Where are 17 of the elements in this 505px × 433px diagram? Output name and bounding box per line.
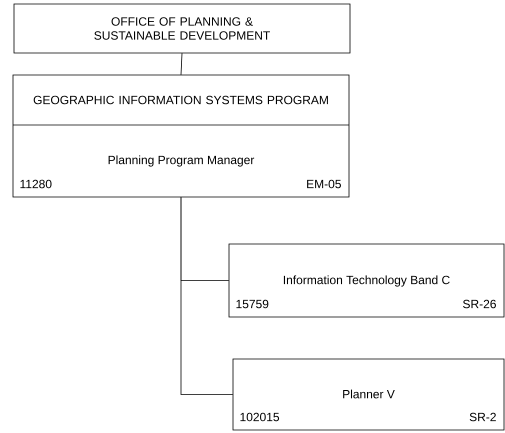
unit-heading: GEOGRAPHIC INFORMATION SYSTEMS PROGRAM (34, 96, 328, 104)
position-box (12, 74, 350, 198)
position-title: Planner V (343, 390, 395, 398)
position-box (228, 244, 504, 318)
position-box (14, 4, 350, 54)
position-number: 15759 (236, 300, 268, 308)
position-number: 11280 (20, 180, 52, 188)
connector-line (180, 53, 182, 75)
pay-grade: EM-05 (307, 180, 341, 188)
position-box (232, 358, 504, 430)
pay-grade: SR-2 (470, 412, 496, 422)
position-title: Planning Program Manager (108, 155, 254, 167)
unit-heading: OFFICE OF PLANNING & SUSTAINABLE DEVELOPMENT (94, 17, 270, 40)
position-number: 102015 (240, 412, 280, 422)
position-title: Information Technology Band C (284, 275, 450, 287)
pay-grade: SR-26 (463, 300, 496, 308)
connector-line (180, 197, 233, 395)
